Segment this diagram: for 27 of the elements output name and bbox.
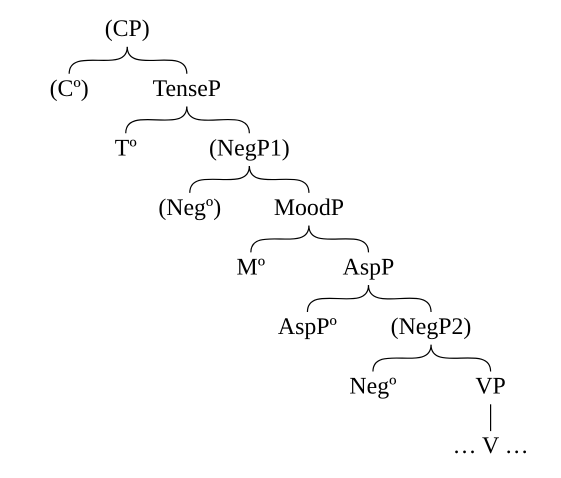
node-text: MoodP xyxy=(273,194,344,221)
connector xyxy=(367,285,432,312)
node-text: TenseP xyxy=(152,76,221,102)
connector xyxy=(248,166,309,193)
connector xyxy=(308,225,369,253)
node-text: (Negº) xyxy=(158,194,221,221)
connector xyxy=(188,166,250,193)
node-text: (CP) xyxy=(104,16,150,42)
connector xyxy=(306,285,369,312)
connector xyxy=(124,106,187,134)
connector xyxy=(186,106,250,134)
node-text: (Cº) xyxy=(49,76,88,102)
connector xyxy=(490,404,491,432)
node-text: (NegP1) xyxy=(208,135,290,162)
connector xyxy=(126,46,187,74)
connector xyxy=(372,344,432,372)
node-text: Mº xyxy=(236,254,265,280)
node-text: Tº xyxy=(114,135,136,162)
node-text: Negº xyxy=(348,374,396,400)
node-text: AspPº xyxy=(277,314,336,340)
node-text: VP xyxy=(474,374,506,400)
connector xyxy=(250,225,309,253)
node-text: … V … xyxy=(452,433,528,460)
node-text: AspP xyxy=(342,254,394,280)
connector xyxy=(68,46,128,74)
node-text: (NegP2) xyxy=(390,314,471,340)
connector xyxy=(430,344,491,372)
